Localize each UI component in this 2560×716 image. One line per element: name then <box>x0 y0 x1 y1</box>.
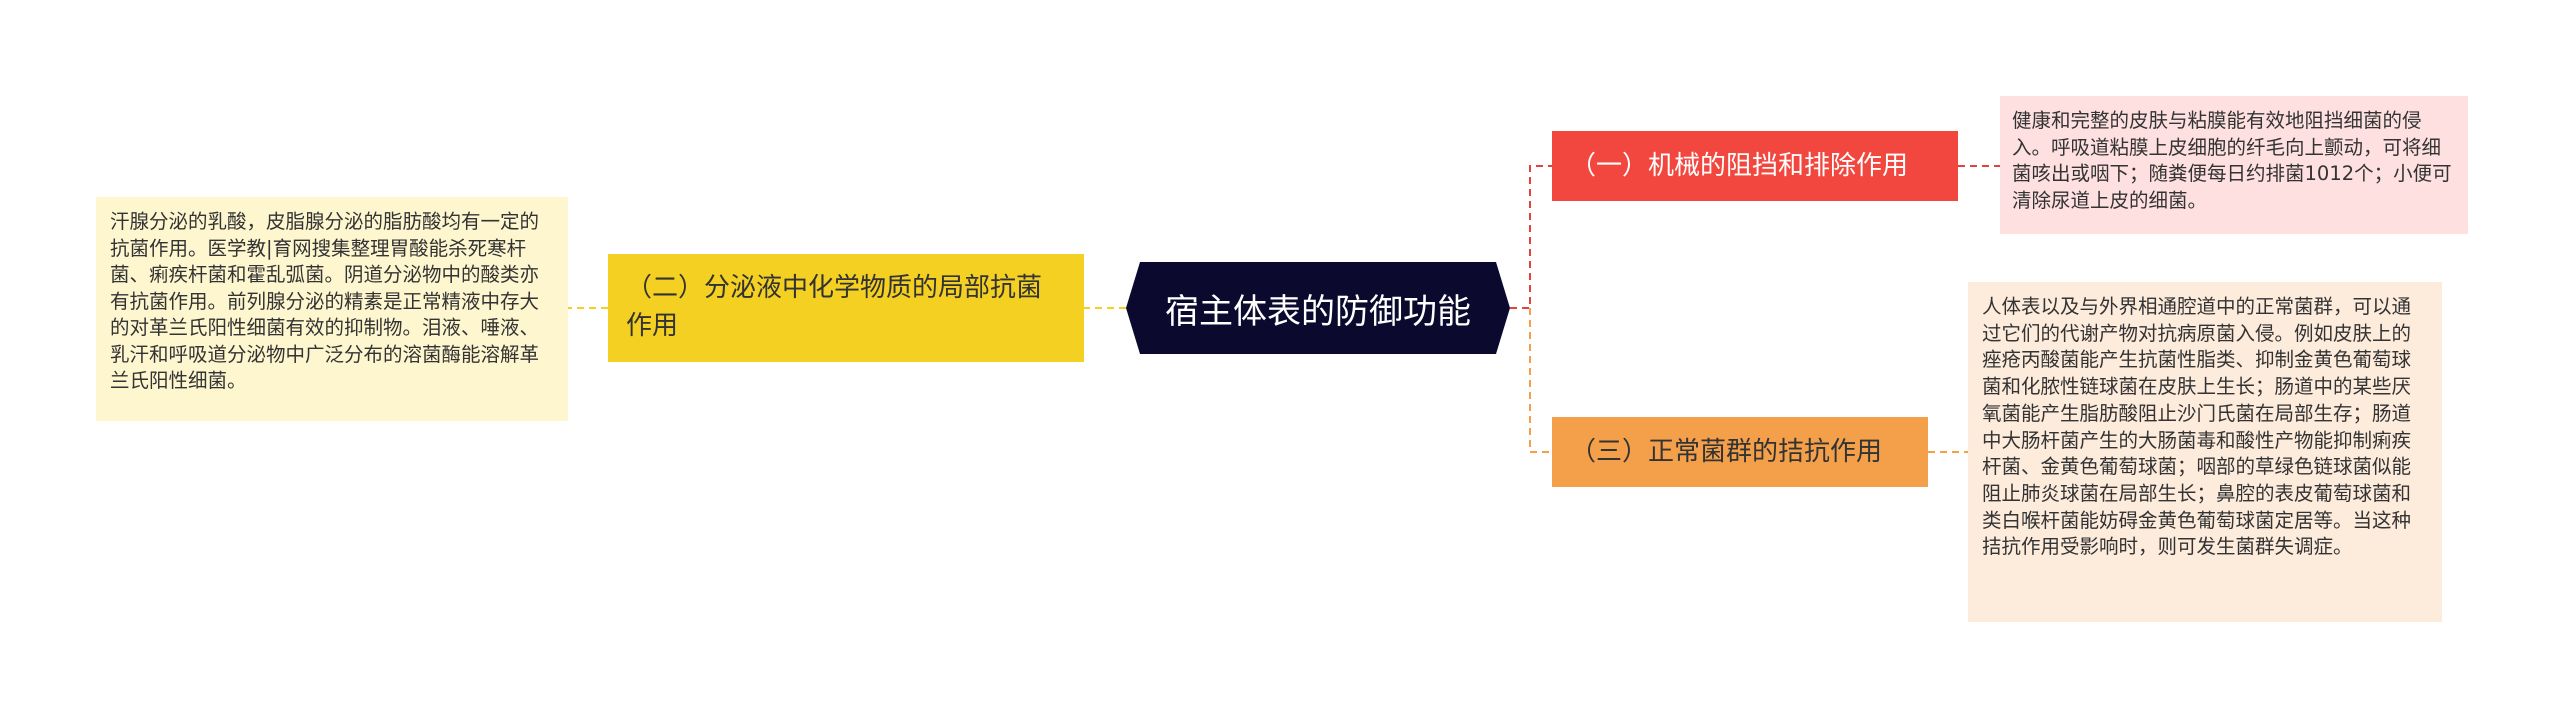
connector-center-branch1 <box>1510 165 1552 309</box>
detail-mechanical-barrier: 健康和完整的皮肤与粘膜能有效地阻挡细菌的侵入。呼吸道粘膜上皮细胞的纤毛向上颤动，… <box>2000 96 2468 234</box>
branch-normal-flora-label: （三）正常菌群的拮抗作用 <box>1570 436 1883 467</box>
branch-local-antibacterial-label: （二）分泌液中化学物质的局部抗菌作用 <box>626 273 1043 341</box>
branch-mechanical-barrier-label: （一）机械的阻挡和排除作用 <box>1570 150 1909 181</box>
branch-mechanical-barrier[interactable]: （一）机械的阻挡和排除作用 <box>1552 131 1958 201</box>
branch-local-antibacterial[interactable]: （二）分泌液中化学物质的局部抗菌作用 <box>608 254 1084 362</box>
detail-mechanical-barrier-text: 健康和完整的皮肤与粘膜能有效地阻挡细菌的侵入。呼吸道粘膜上皮细胞的纤毛向上颤动，… <box>2012 109 2452 212</box>
detail-normal-flora: 人体表以及与外界相通腔道中的正常菌群，可以通过它们的代谢产物对抗病原菌入侵。例如… <box>1968 282 2442 622</box>
detail-local-antibacterial: 汗腺分泌的乳酸，皮脂腺分泌的脂肪酸均有一定的抗菌作用。医学教|育网搜集整理胃酸能… <box>96 197 568 421</box>
detail-normal-flora-text: 人体表以及与外界相通腔道中的正常菌群，可以通过它们的代谢产物对抗病原菌入侵。例如… <box>1982 295 2412 559</box>
central-node-label: 宿主体表的防御功能 <box>1165 291 1471 332</box>
detail-local-antibacterial-text: 汗腺分泌的乳酸，皮脂腺分泌的脂肪酸均有一定的抗菌作用。医学教|育网搜集整理胃酸能… <box>110 210 540 393</box>
central-node[interactable]: 宿主体表的防御功能 <box>1126 262 1510 354</box>
connector-center-branch3 <box>1529 308 1552 453</box>
branch-normal-flora[interactable]: （三）正常菌群的拮抗作用 <box>1552 417 1928 487</box>
